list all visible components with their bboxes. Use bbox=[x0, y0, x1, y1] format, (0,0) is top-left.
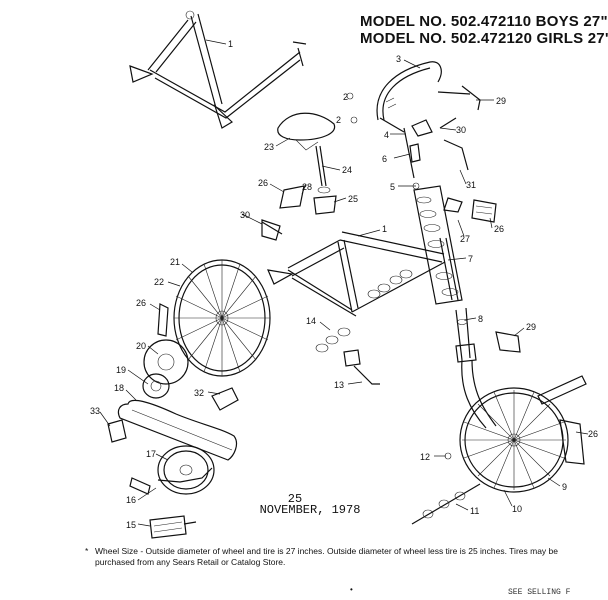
label-12: 12 bbox=[420, 452, 430, 462]
model-number-girls: MODEL NO. 502.472120 GIRLS 27" bbox=[360, 30, 608, 47]
headset-stack bbox=[403, 127, 463, 305]
label-32: 32 bbox=[194, 388, 204, 398]
frame-main bbox=[267, 231, 459, 317]
label-30b: 30 bbox=[240, 210, 250, 220]
label-4: 4 bbox=[384, 130, 389, 140]
label-frame-1a: 1 bbox=[228, 39, 233, 49]
label-3: 3 bbox=[396, 54, 401, 64]
front-wheel bbox=[459, 387, 569, 493]
wheel-size-footnote: * Wheel Size - Outside diameter of wheel… bbox=[85, 546, 600, 568]
label-22: 22 bbox=[154, 277, 164, 287]
label-30a: 30 bbox=[456, 125, 466, 135]
label-7: 7 bbox=[468, 254, 473, 264]
label-2b: 2 bbox=[336, 115, 341, 125]
label-11: 11 bbox=[470, 506, 479, 516]
chainring bbox=[129, 445, 215, 495]
label-33: 33 bbox=[90, 406, 100, 416]
label-24: 24 bbox=[342, 165, 352, 175]
label-20: 20 bbox=[136, 341, 146, 351]
label-5: 5 bbox=[390, 182, 395, 192]
label-29a: 29 bbox=[496, 96, 506, 106]
rear-hub bbox=[142, 339, 189, 399]
bottom-bracket-parts bbox=[315, 269, 413, 353]
derailleurs bbox=[107, 221, 380, 443]
label-18: 18 bbox=[114, 383, 124, 393]
label-2a: 2 bbox=[343, 92, 348, 102]
label-28: 28 bbox=[302, 182, 312, 192]
label-13: 13 bbox=[334, 380, 344, 390]
label-23: 23 bbox=[264, 142, 274, 152]
front-axle-parts bbox=[411, 452, 481, 525]
label-15: 15 bbox=[126, 520, 136, 530]
label-31: 31 bbox=[466, 180, 476, 190]
bottom-mark: • bbox=[350, 585, 353, 594]
front-fork bbox=[455, 307, 521, 429]
label-29b: 29 bbox=[526, 322, 536, 332]
label-26a: 26 bbox=[258, 178, 268, 188]
leader-lines bbox=[99, 39, 589, 527]
label-19: 19 bbox=[116, 365, 126, 375]
part-number-labels: 1 1 2 2 3 4 5 6 7 8 9 10 11 12 13 14 15 … bbox=[90, 39, 598, 530]
label-16: 16 bbox=[126, 495, 136, 505]
label-26b: 26 bbox=[494, 224, 504, 234]
page-number: 25 bbox=[287, 492, 303, 506]
pedal bbox=[149, 515, 197, 539]
label-27: 27 bbox=[460, 234, 470, 244]
label-21: 21 bbox=[170, 257, 180, 267]
corner-text: SEE SELLING F bbox=[508, 588, 571, 597]
label-26d: 26 bbox=[588, 429, 598, 439]
label-26c: 26 bbox=[136, 298, 146, 308]
label-25: 25 bbox=[348, 194, 358, 204]
frame-top bbox=[129, 10, 307, 129]
label-frame-1b: 1 bbox=[382, 224, 387, 234]
page-date: NOVEMBER, 1978 bbox=[259, 503, 361, 517]
footnote-marker: * bbox=[85, 546, 89, 556]
small-parts bbox=[157, 185, 585, 465]
footnote-text: Wheel Size - Outside diameter of wheel a… bbox=[95, 546, 558, 567]
label-14: 14 bbox=[306, 316, 316, 326]
model-number-boys: MODEL NO. 502.472110 BOYS 27" bbox=[360, 13, 608, 30]
handlebar bbox=[346, 61, 481, 171]
label-10: 10 bbox=[512, 504, 522, 514]
chain bbox=[117, 399, 238, 461]
saddle bbox=[277, 112, 337, 215]
rear-wheel bbox=[173, 259, 271, 377]
label-17: 17 bbox=[146, 449, 156, 459]
label-8: 8 bbox=[478, 314, 483, 324]
label-9: 9 bbox=[562, 482, 567, 492]
label-6: 6 bbox=[382, 154, 387, 164]
spoke-reflector bbox=[537, 375, 587, 405]
